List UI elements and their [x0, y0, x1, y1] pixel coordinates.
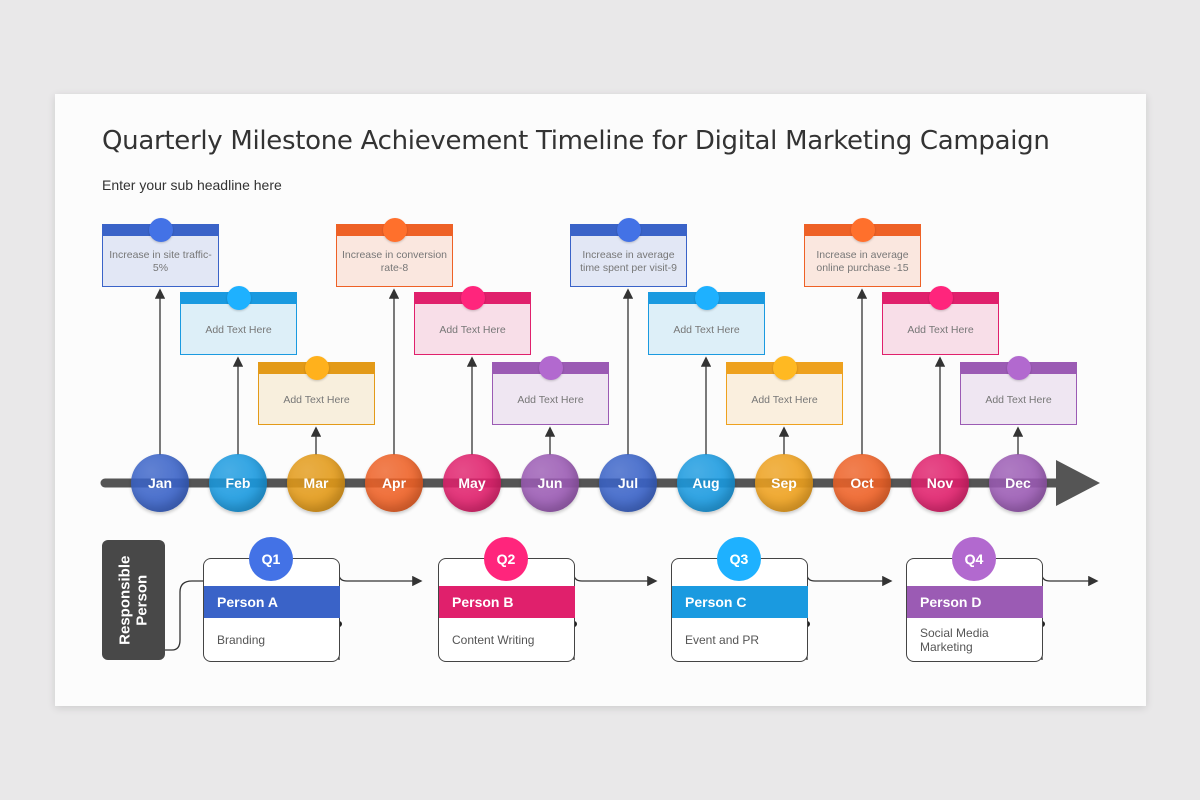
month-node-dec: Dec — [989, 454, 1047, 512]
person-name: Person D — [907, 586, 1043, 618]
callout-dot — [850, 218, 875, 242]
person-role: Social Media Marketing — [920, 625, 989, 654]
person-name: Person A — [204, 586, 340, 618]
month-node-jul: Jul — [599, 454, 657, 512]
callout-text: Add Text Here — [517, 393, 584, 406]
callout-dot — [538, 356, 563, 380]
callout-dot — [616, 218, 641, 242]
milestone-callout: Add Text Here — [882, 286, 999, 355]
callout-dot — [226, 286, 251, 310]
timeline-arrow-head — [1056, 460, 1100, 506]
person-role: Event and PR — [685, 632, 760, 647]
milestone-callout: Increase in average online purchase -15 — [804, 218, 921, 287]
milestone-callout: Increase in conversion rate-8 — [336, 218, 453, 287]
milestone-callout: Add Text Here — [492, 356, 609, 425]
month-node-aug: Aug — [677, 454, 735, 512]
callout-text: Add Text Here — [283, 393, 350, 406]
responsible-connector — [165, 580, 204, 651]
person-role: Content Writing — [452, 632, 535, 647]
month-node-feb: Feb — [209, 454, 267, 512]
callout-text: Increase in conversion rate-8 — [341, 249, 448, 274]
month-node-jan: Jan — [131, 454, 189, 512]
person-role: Branding — [217, 632, 266, 647]
person-name: Person C — [672, 586, 808, 618]
callout-text: Add Text Here — [673, 323, 740, 336]
month-node-jun: Jun — [521, 454, 579, 512]
milestone-callout: Add Text Here — [180, 286, 297, 355]
callout-dot — [460, 286, 485, 310]
milestone-callout: Add Text Here — [960, 356, 1077, 425]
callout-text: Add Text Here — [907, 323, 974, 336]
milestone-callout: Add Text Here — [648, 286, 765, 355]
milestone-callout: Increase in average time spent per visit… — [570, 218, 687, 287]
callout-text: Increase in average time spent per visit… — [580, 249, 677, 274]
quarter-badge: Q3 — [717, 537, 761, 581]
milestone-callout: Add Text Here — [726, 356, 843, 425]
month-node-apr: Apr — [365, 454, 423, 512]
callout-dot — [304, 356, 329, 380]
milestone-callout: Add Text Here — [414, 286, 531, 355]
callout-text: Add Text Here — [751, 393, 818, 406]
callout-text: Add Text Here — [985, 393, 1052, 406]
callout-dot — [148, 218, 173, 242]
responsible-text: Responsible Person — [116, 555, 151, 645]
month-node-may: May — [443, 454, 501, 512]
callout-text: Increase in site traffic-5% — [109, 249, 212, 274]
callout-dot — [928, 286, 953, 310]
callout-dot — [382, 218, 407, 242]
callout-dot — [1006, 356, 1031, 380]
quarter-badge: Q2 — [484, 537, 528, 581]
callout-dot — [772, 356, 797, 380]
milestone-callout: Add Text Here — [258, 356, 375, 425]
month-node-nov: Nov — [911, 454, 969, 512]
callout-text: Increase in average online purchase -15 — [816, 249, 909, 274]
callout-dot — [694, 286, 719, 310]
month-node-sep: Sep — [755, 454, 813, 512]
callout-text: Add Text Here — [205, 323, 272, 336]
person-name: Person B — [439, 586, 575, 618]
month-node-oct: Oct — [833, 454, 891, 512]
milestone-callout: Increase in site traffic-5% — [102, 218, 219, 287]
quarter-badge: Q4 — [952, 537, 996, 581]
subtitle: Enter your sub headline here — [102, 177, 282, 193]
quarter-badge: Q1 — [249, 537, 293, 581]
callout-text: Add Text Here — [439, 323, 506, 336]
month-node-mar: Mar — [287, 454, 345, 512]
page-title: Quarterly Milestone Achievement Timeline… — [102, 126, 1050, 156]
responsible-person-label: Responsible Person — [102, 540, 165, 660]
